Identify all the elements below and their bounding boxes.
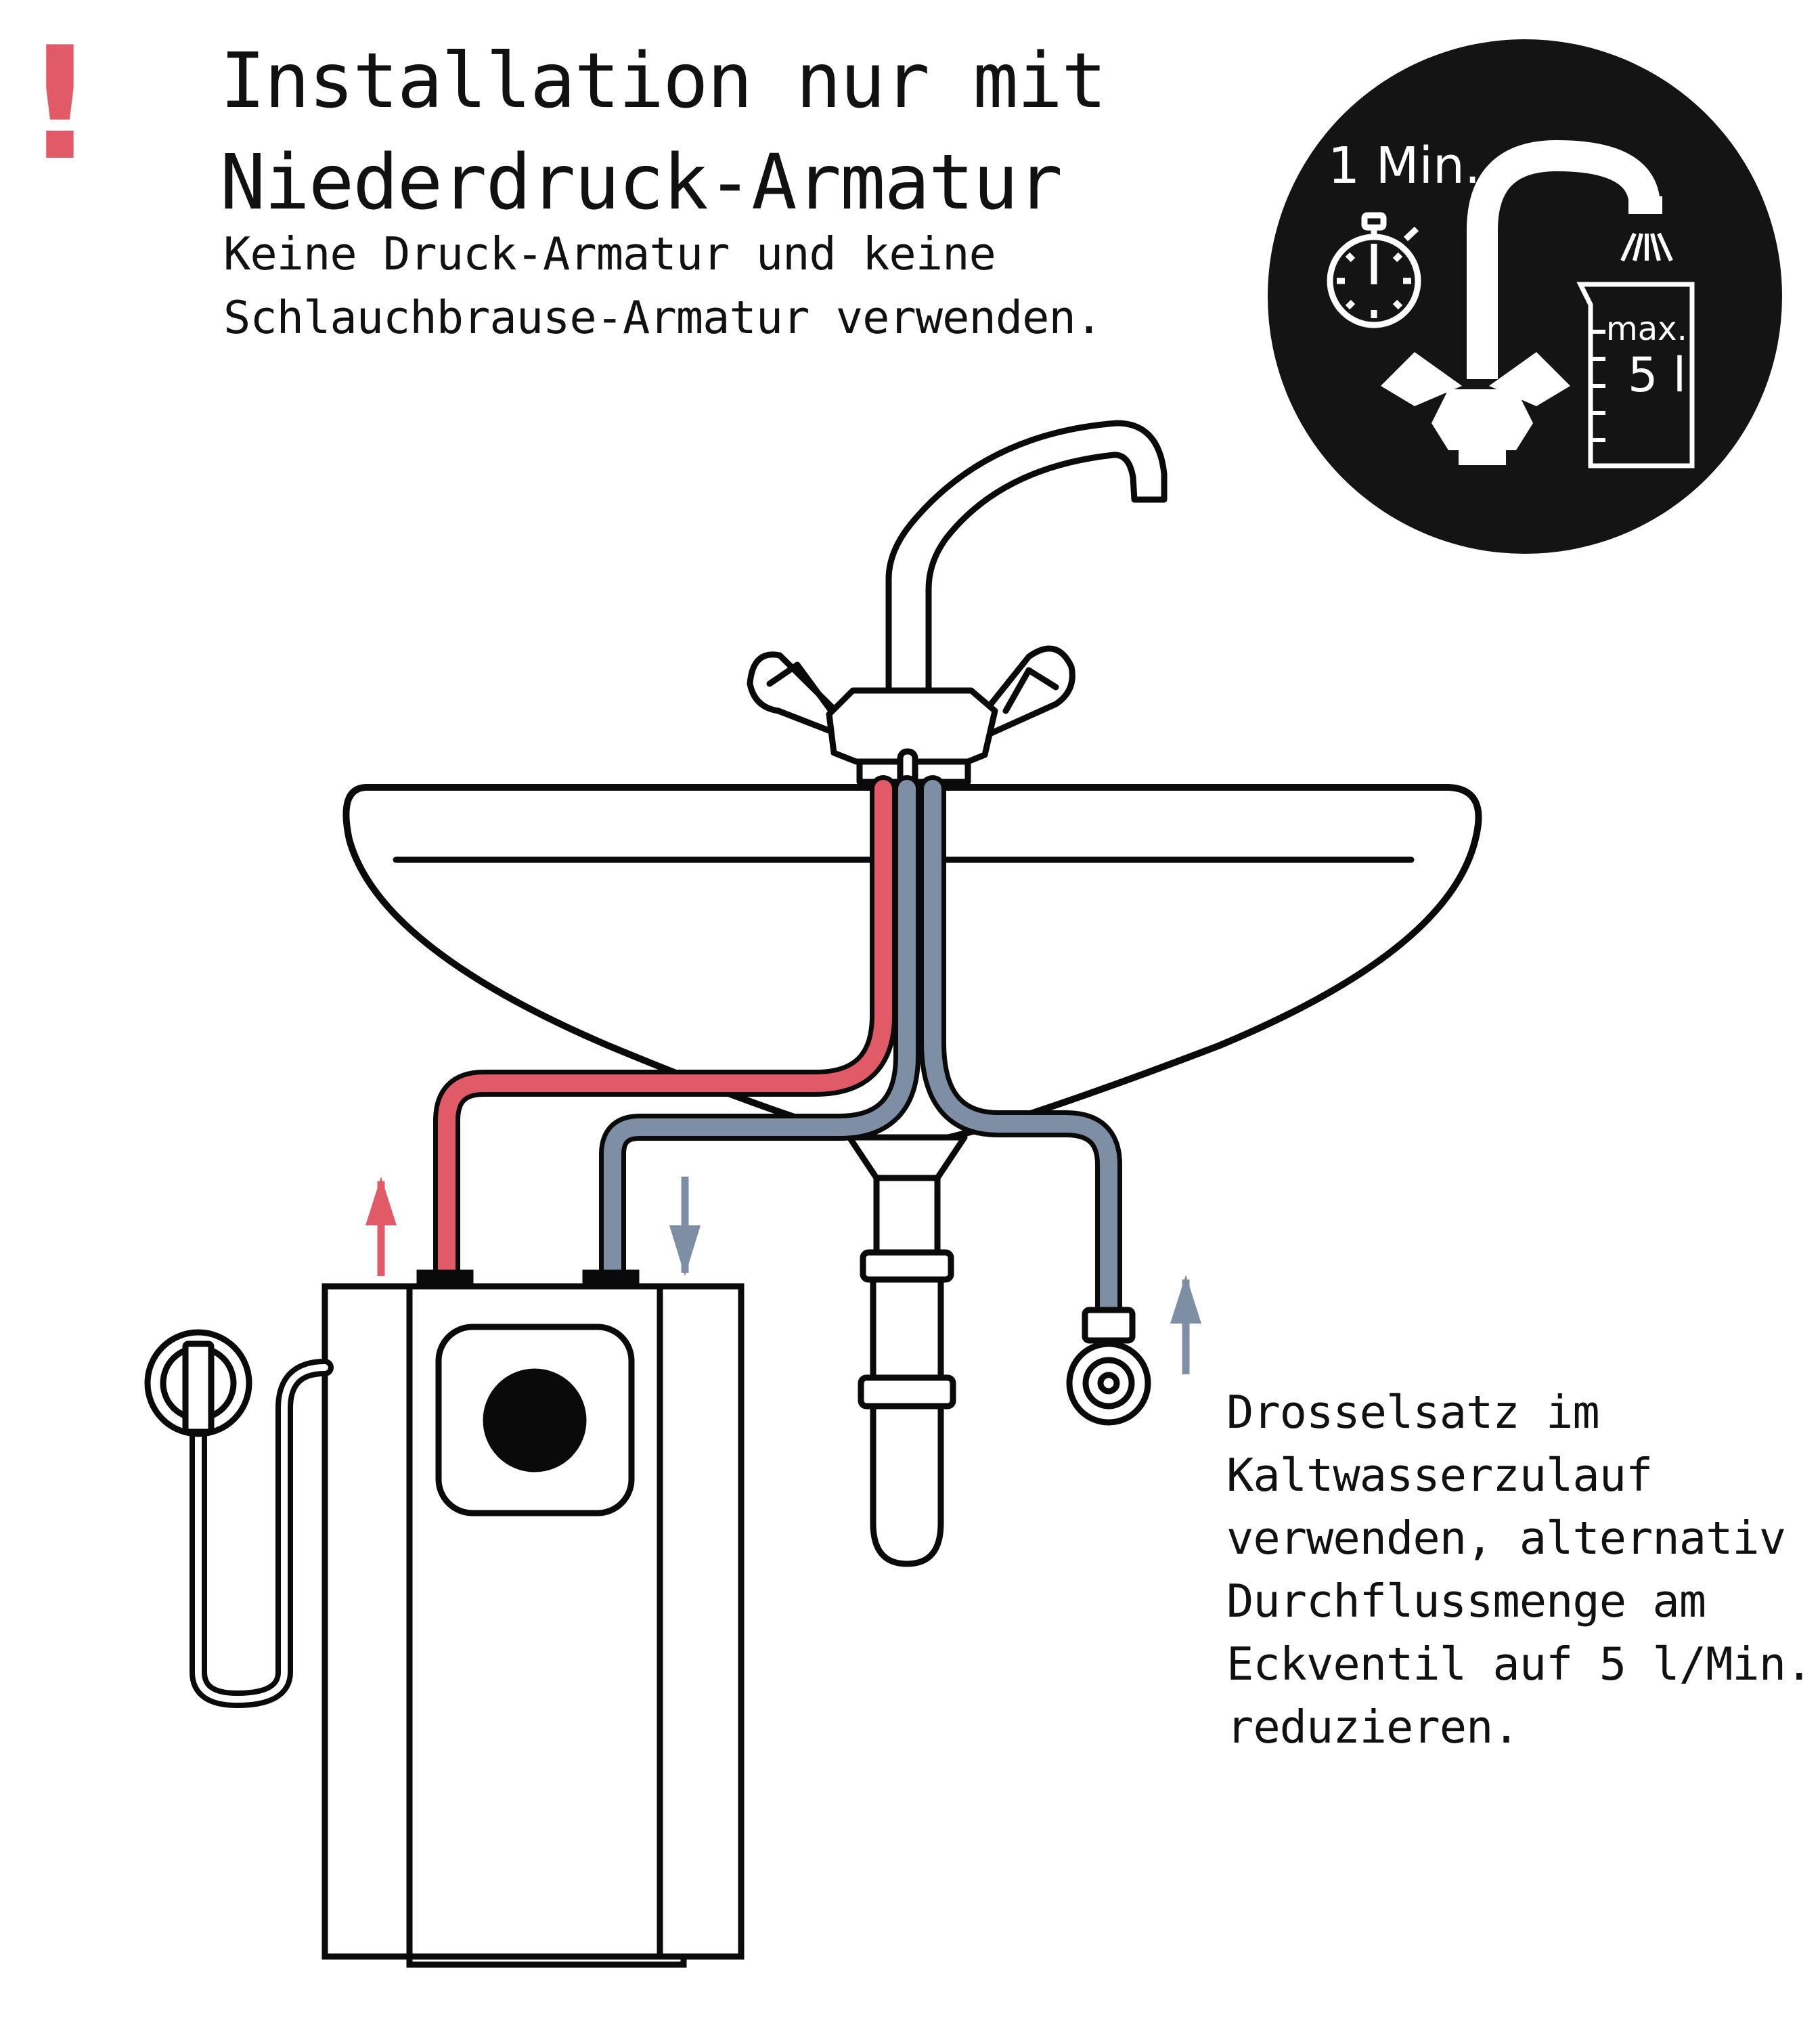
tap-handle-right — [971, 645, 1075, 738]
title-line-1: Installation nur mit — [220, 37, 1107, 125]
cold-supply-arrow-icon — [1170, 1275, 1201, 1374]
title-line-2: Niederdruck-Armatur — [220, 139, 1063, 227]
note-line-1: Drosselsatz im — [1226, 1386, 1600, 1439]
faucet-icon — [1381, 139, 1673, 465]
subtitle-line-1: Keine Druck-Armatur und keine — [223, 227, 996, 280]
hot-water-pipe — [433, 775, 897, 1300]
power-cable — [190, 1359, 334, 1708]
jug-max-label: max. — [1606, 310, 1687, 348]
page-subtitle: Keine Druck-Armatur und keine Schlauchbr… — [223, 222, 1103, 349]
page-title: Installation nur mit Niederdruck-Armatur — [220, 30, 1107, 234]
measuring-jug-icon: max. 5 l — [1576, 282, 1695, 468]
note-line-5: Eckventil auf 5 l/Min. — [1226, 1638, 1813, 1690]
water-heater — [321, 1269, 745, 1968]
cold-water-supply-pipe — [919, 775, 1122, 1327]
subtitle-line-2: Schlauchbrause-Armatur verwenden. — [223, 291, 1103, 344]
note-line-2: Kaltwasserzulauf — [1226, 1449, 1653, 1502]
flow-limit-badge: 1 Min. — [1268, 39, 1782, 554]
tap-handle-left — [747, 651, 853, 738]
power-socket-icon — [144, 1329, 252, 1437]
tap-spout — [885, 420, 1168, 707]
angle-valve-icon — [1066, 1307, 1151, 1426]
note-line-6: reduzieren. — [1226, 1701, 1520, 1753]
cold-water-arrow-icon — [669, 1177, 701, 1276]
warning-mark-icon: ! — [24, 14, 95, 195]
note-line-4: Durchflussmenge am — [1226, 1575, 1706, 1628]
badge-background — [1268, 39, 1782, 554]
mixer-tap — [747, 420, 1168, 789]
hot-water-arrow-icon — [365, 1177, 397, 1276]
jug-volume-label: 5 l — [1628, 347, 1686, 403]
throttle-note: Drosselsatz im Kaltwasserzulauf verwende… — [1226, 1381, 1813, 1759]
stopwatch-icon — [1327, 212, 1421, 328]
cold-water-pipe-heater — [599, 775, 920, 1300]
heater-control-knob — [483, 1368, 587, 1472]
drain-siphon — [846, 1134, 968, 1567]
badge-time-label: 1 Min. — [1328, 137, 1480, 195]
note-line-3: verwenden, alternativ — [1226, 1512, 1786, 1565]
